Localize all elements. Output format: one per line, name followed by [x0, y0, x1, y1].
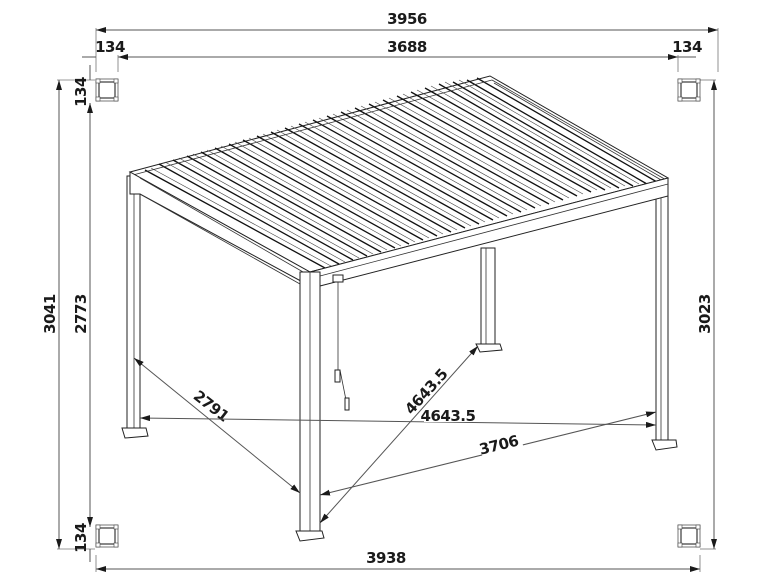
left-side-beam [129, 171, 311, 287]
dim-label-3956: 3956 [387, 10, 427, 28]
dimension-overall-height-left: 3041 [41, 79, 95, 550]
post-back-right [475, 247, 503, 353]
louvered-roof [128, 75, 670, 273]
dim-label-3706: 3706 [477, 432, 520, 459]
dimension-overall-width-bottom: 3938 [95, 549, 701, 572]
post-section-bottom-right [677, 524, 701, 548]
roof-slats [144, 77, 658, 269]
post-section-bottom-left [95, 524, 119, 548]
dimension-side-depth: 2791 [133, 357, 301, 494]
dim-label-3041: 3041 [41, 294, 59, 334]
dim-label-134-left-upper: 134 [72, 77, 90, 107]
dimension-front-span: 3706 [319, 411, 657, 496]
post-section-top-right [677, 78, 701, 102]
post-back-left [121, 175, 149, 439]
dim-label-3023: 3023 [696, 294, 714, 334]
dimension-overall-width-top: 3956 [95, 10, 719, 72]
dimension-overall-height-right: 3023 [696, 79, 717, 550]
dim-label-134-top-right: 134 [672, 38, 702, 56]
dim-label-2773: 2773 [72, 294, 90, 334]
post-section-top-left [95, 78, 119, 102]
dim-label-3688: 3688 [387, 38, 427, 56]
motor-crank [332, 274, 350, 411]
dim-label-4643-5: 4643.5 [421, 407, 476, 425]
dimension-inner-width-top: 3688 134 134 [82, 38, 702, 72]
dimension-diagonal-a: 4643.5 [319, 345, 479, 524]
dim-label-134-top-left: 134 [95, 38, 125, 56]
post-front-left [295, 271, 325, 542]
dimension-inner-height-left: 2773 134 134 [72, 65, 93, 562]
dim-label-134-left-lower: 134 [72, 523, 90, 553]
dim-label-3938: 3938 [366, 549, 406, 567]
post-front-right [651, 179, 678, 451]
